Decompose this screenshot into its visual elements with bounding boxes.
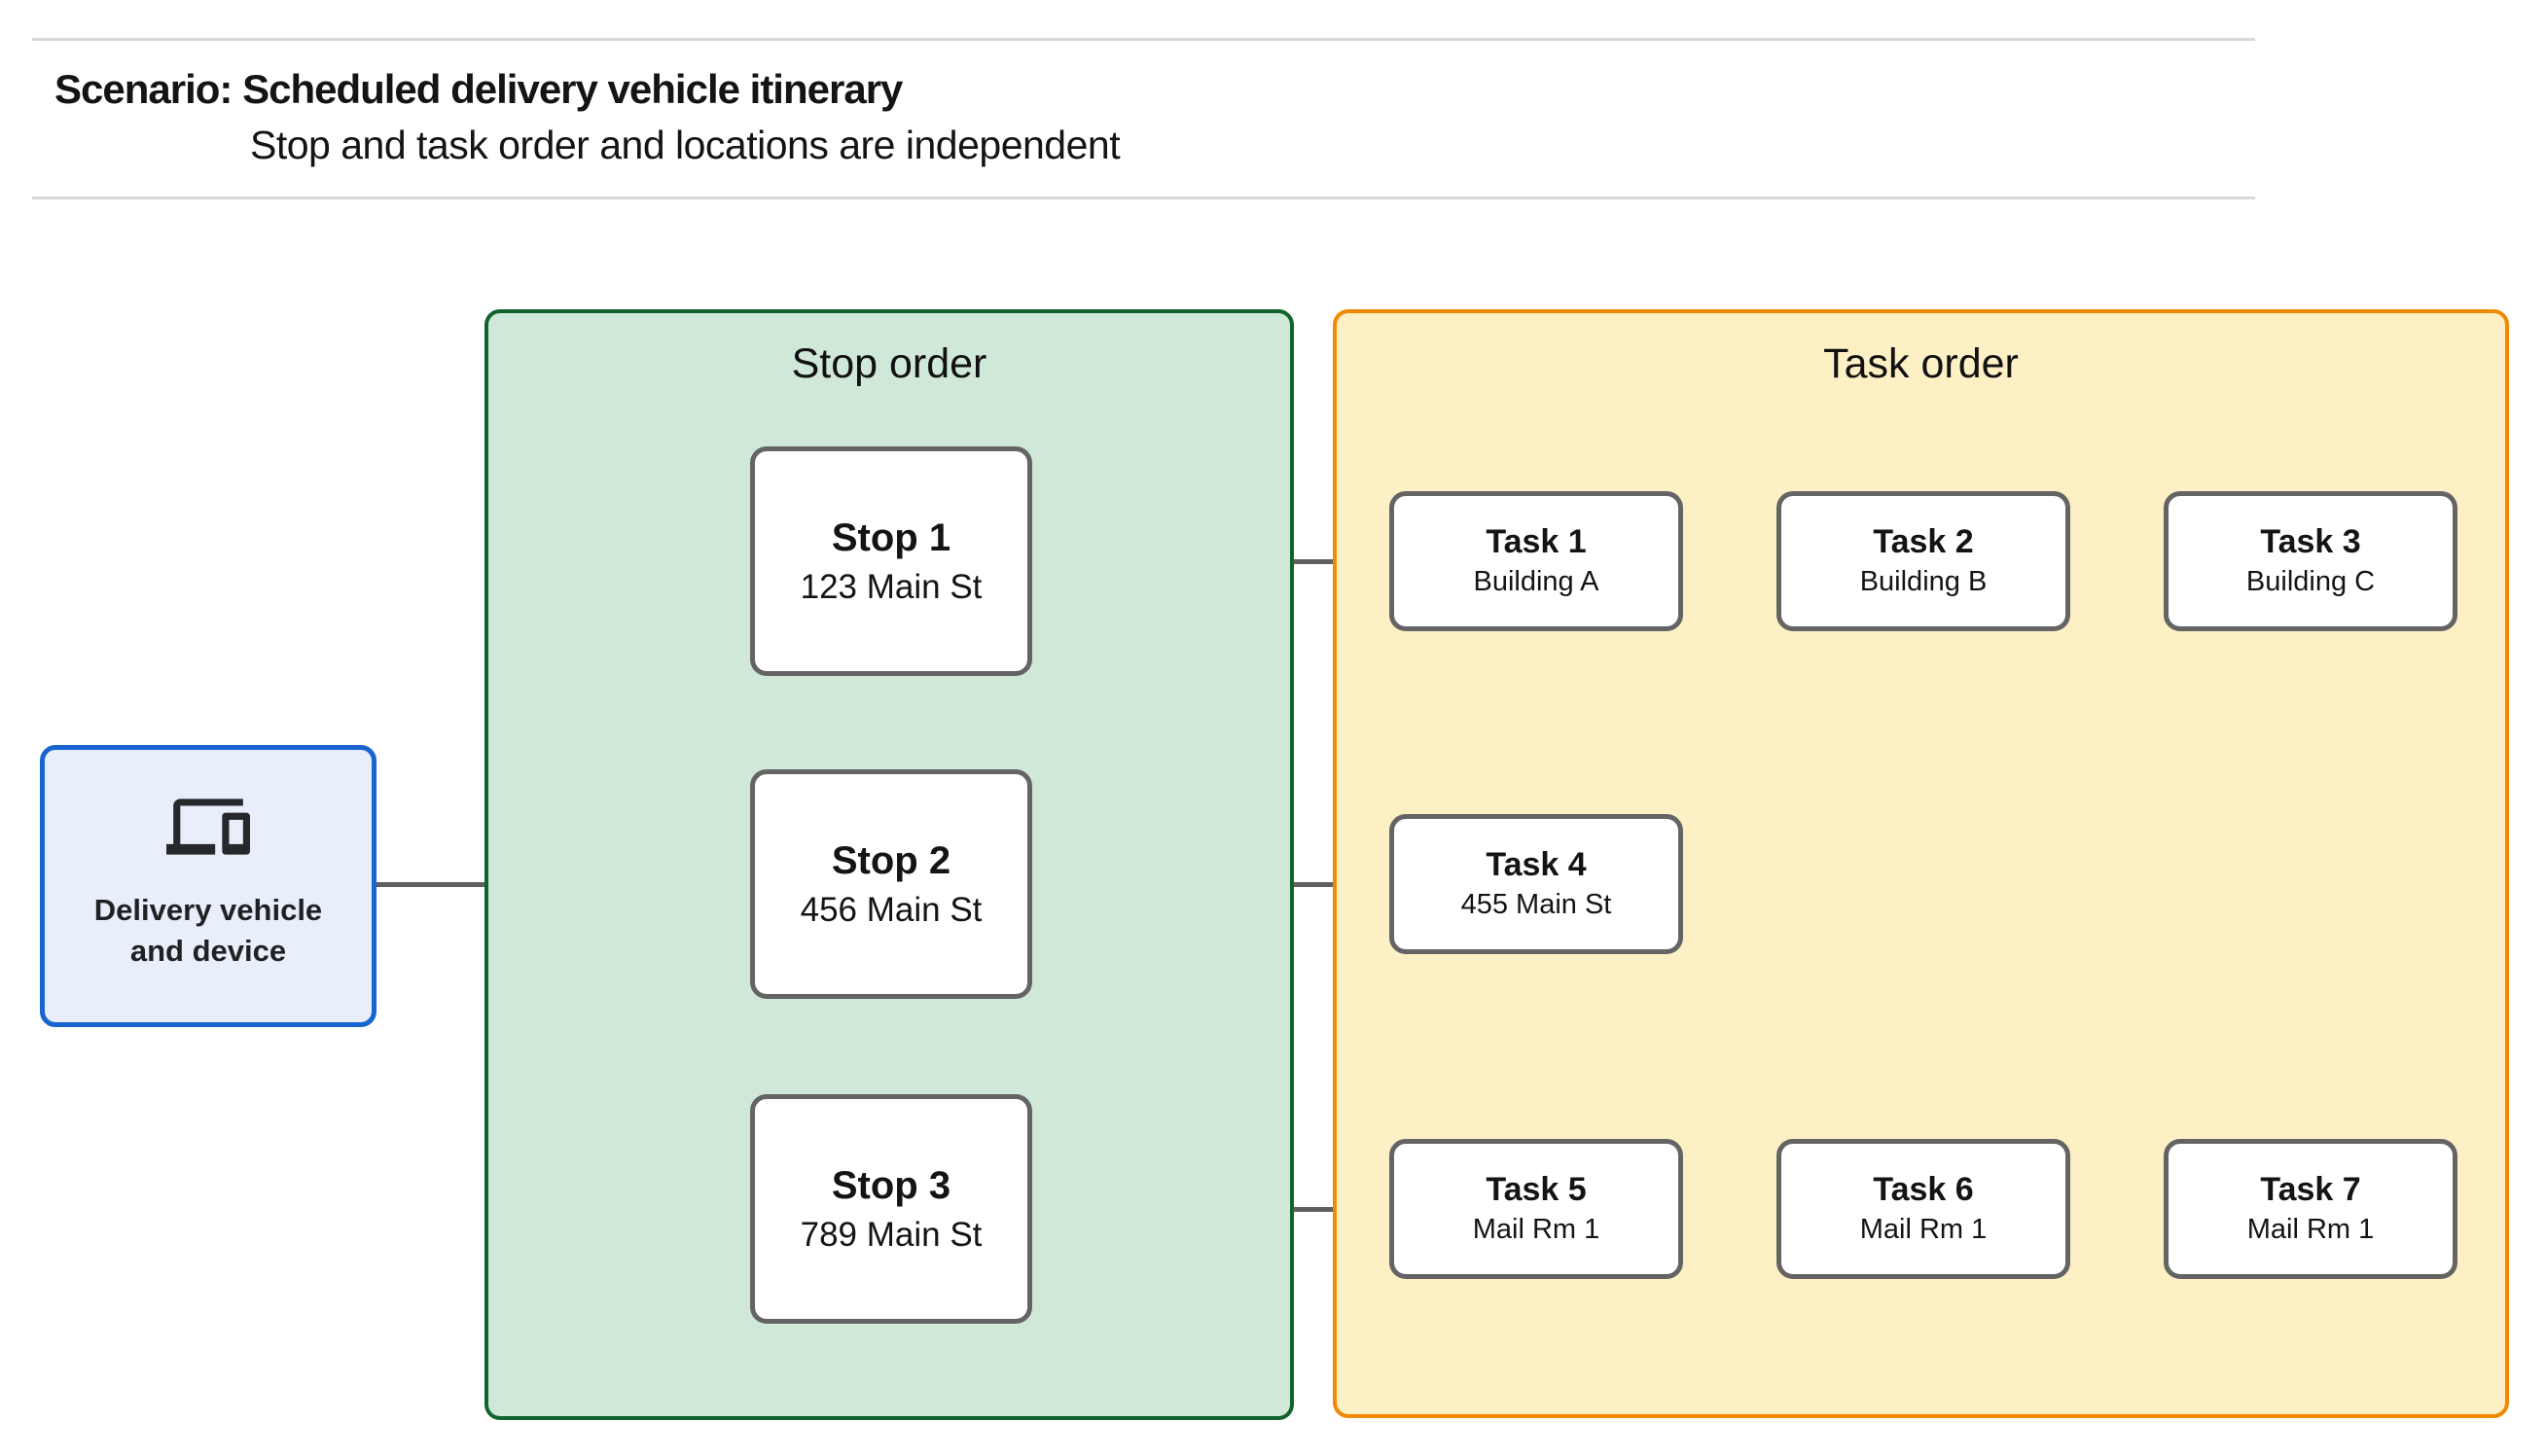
delivery-vehicle-node: Delivery vehicle and device: [40, 745, 377, 1027]
stop-1-node: Stop 1 123 Main St: [750, 446, 1032, 676]
stop-3-address: 789 Main St: [800, 1216, 983, 1255]
devices-icon: [166, 799, 250, 855]
task-5-node: Task 5 Mail Rm 1: [1389, 1139, 1683, 1279]
task-5-location: Mail Rm 1: [1472, 1213, 1600, 1245]
task-3-node: Task 3 Building C: [2164, 491, 2457, 631]
task-7-title: Task 7: [2260, 1171, 2361, 1209]
task-4-title: Task 4: [1486, 846, 1587, 884]
stop-2-title: Stop 2: [831, 839, 951, 883]
task-3-location: Building C: [2245, 565, 2376, 597]
stop-1-address: 123 Main St: [800, 568, 983, 607]
task-order-panel-title: Task order: [1823, 340, 2019, 387]
stop-2-address: 456 Main St: [800, 891, 983, 930]
stop-order-panel-title: Stop order: [791, 340, 987, 387]
top-divider: [32, 38, 2255, 41]
task-3-title: Task 3: [2260, 523, 2361, 561]
task-6-location: Mail Rm 1: [1859, 1213, 1988, 1245]
task-6-node: Task 6 Mail Rm 1: [1776, 1139, 2070, 1279]
task-1-node: Task 1 Building A: [1389, 491, 1683, 631]
task-6-title: Task 6: [1873, 1171, 1974, 1209]
task-4-location: 455 Main St: [1460, 888, 1612, 920]
vehicle-label: Delivery vehicle and device: [94, 890, 322, 972]
task-2-node: Task 2 Building B: [1776, 491, 2070, 631]
task-4-node: Task 4 455 Main St: [1389, 814, 1683, 954]
stop-2-node: Stop 2 456 Main St: [750, 769, 1032, 999]
page-subtitle: Stop and task order and locations are in…: [250, 123, 1121, 167]
task-5-title: Task 5: [1486, 1171, 1587, 1209]
task-7-node: Task 7 Mail Rm 1: [2164, 1139, 2457, 1279]
task-2-title: Task 2: [1873, 523, 1974, 561]
task-2-location: Building B: [1859, 565, 1988, 597]
page-title: Scenario: Scheduled delivery vehicle iti…: [54, 66, 903, 112]
vehicle-label-line1: Delivery vehicle: [93, 893, 323, 927]
stop-3-title: Stop 3: [831, 1164, 951, 1208]
task-1-location: Building A: [1473, 565, 1599, 597]
task-1-title: Task 1: [1486, 523, 1587, 561]
bottom-divider: [32, 196, 2255, 199]
vehicle-label-line2: and device: [129, 933, 287, 968]
stop-1-title: Stop 1: [831, 516, 951, 560]
task-7-location: Mail Rm 1: [2246, 1213, 2375, 1245]
stop-3-node: Stop 3 789 Main St: [750, 1094, 1032, 1324]
